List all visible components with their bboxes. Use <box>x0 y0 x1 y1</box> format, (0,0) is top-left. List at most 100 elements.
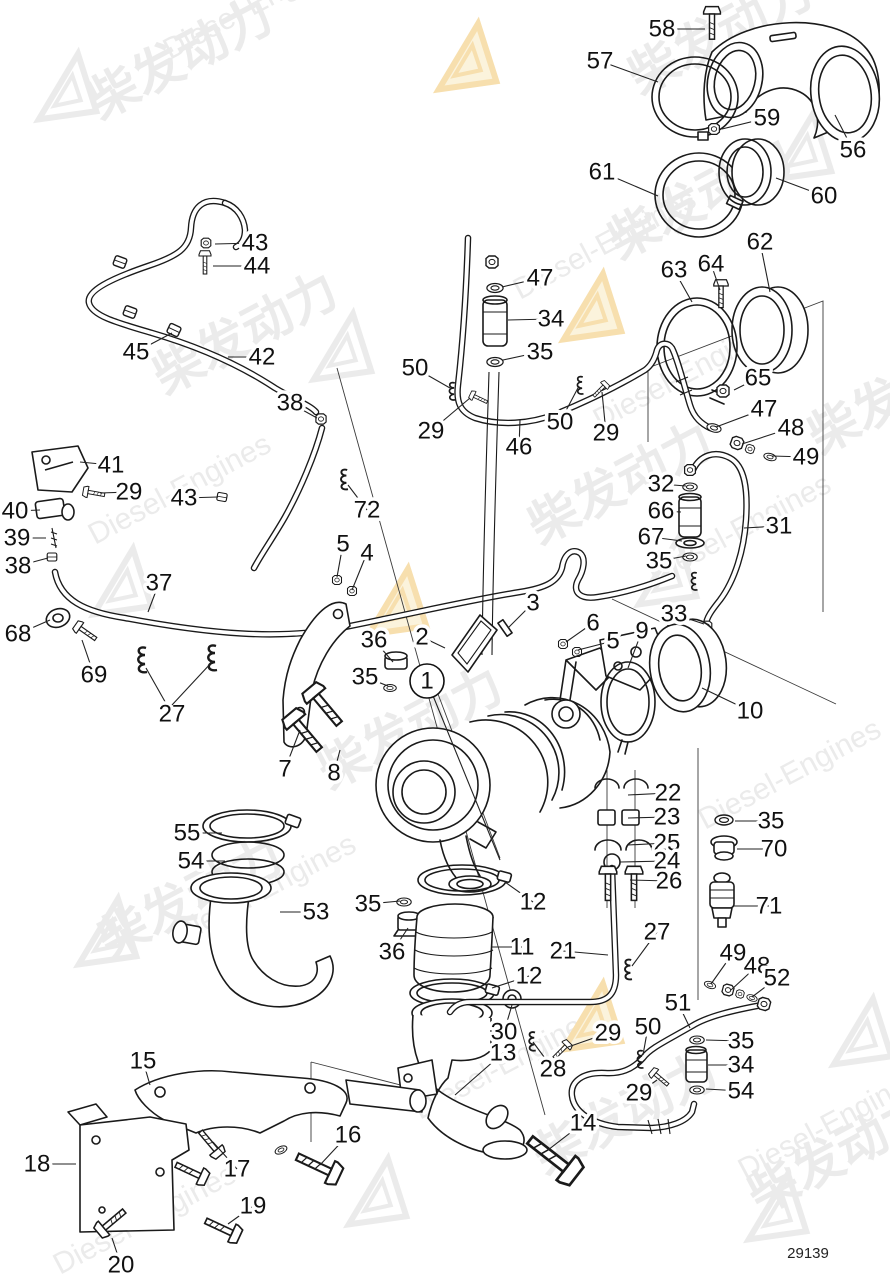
callout-46: 46 <box>502 419 536 464</box>
compressor-housing <box>375 727 497 893</box>
callout-43: 43 <box>214 226 272 260</box>
svg-text:10: 10 <box>737 698 764 725</box>
svg-text:36: 36 <box>379 939 406 966</box>
bolt-44 <box>198 250 212 275</box>
callout-23: 23 <box>627 800 684 834</box>
callout-27: 27 <box>631 915 674 967</box>
callout-71: 71 <box>734 889 786 923</box>
svg-text:32: 32 <box>648 471 675 498</box>
seal-ring-60 <box>718 138 785 206</box>
svg-text:12: 12 <box>516 963 543 990</box>
washer-32 <box>682 482 698 492</box>
callout-28: 28 <box>532 1041 570 1086</box>
clamp-25 <box>594 839 653 851</box>
callout-60: 60 <box>775 177 841 213</box>
bolt-16 <box>291 1144 346 1189</box>
bolt-29 <box>467 389 490 407</box>
svg-text:22: 22 <box>655 780 682 807</box>
svg-text:25: 25 <box>654 830 681 857</box>
callout-51: 51 <box>661 986 695 1029</box>
callout-45: 45 <box>119 332 173 369</box>
pipe-clip <box>121 304 139 320</box>
plug-70 <box>710 835 738 861</box>
svg-text:31: 31 <box>766 513 793 540</box>
seal-ring-62 <box>731 286 809 374</box>
svg-text:2: 2 <box>415 624 428 651</box>
nut-59 <box>707 122 721 136</box>
svg-text:34: 34 <box>538 306 565 333</box>
callout-35: 35 <box>351 887 401 921</box>
clip-27 <box>624 958 633 981</box>
bracket-group <box>67 1070 427 1247</box>
watermark-logo-icon <box>742 1166 811 1244</box>
callout-48: 48 <box>730 949 774 991</box>
bracket-41 <box>31 445 89 493</box>
callout-66: 66 <box>644 494 682 528</box>
svg-text:29: 29 <box>626 1080 653 1107</box>
svg-text:28: 28 <box>540 1056 567 1083</box>
svg-text:46: 46 <box>506 434 533 461</box>
watermark-logo-icon <box>827 991 890 1069</box>
svg-text:27: 27 <box>159 701 186 728</box>
svg-text:53: 53 <box>303 899 330 926</box>
callout-29: 29 <box>622 1076 658 1110</box>
svg-text:42: 42 <box>249 344 276 371</box>
filter-66 <box>678 492 702 538</box>
svg-text:5: 5 <box>336 531 349 558</box>
nut-43 <box>200 237 212 249</box>
bolt-14 <box>485 1104 588 1190</box>
pipe-clip <box>111 254 129 270</box>
callout-5: 5 <box>577 624 623 658</box>
callout-41: 41 <box>79 448 128 482</box>
svg-text:50: 50 <box>635 1014 662 1041</box>
clamp-55 <box>202 809 302 843</box>
drawing-number: 29139 <box>787 1245 829 1262</box>
watermark-logo-icon <box>342 1151 411 1229</box>
clip-72 <box>340 468 349 491</box>
washer-35 <box>714 814 734 826</box>
svg-text:47: 47 <box>527 265 554 292</box>
svg-text:67: 67 <box>638 524 665 551</box>
svg-text:16: 16 <box>335 1122 362 1149</box>
callout-10: 10 <box>701 687 767 728</box>
callout-57: 57 <box>583 44 659 83</box>
svg-text:51: 51 <box>665 990 692 1017</box>
svg-text:35: 35 <box>352 664 379 691</box>
callout-35: 35 <box>348 660 389 694</box>
svg-text:45: 45 <box>123 339 150 366</box>
svg-text:19: 19 <box>240 1193 267 1220</box>
callout-33: 33 <box>657 597 705 631</box>
svg-text:23: 23 <box>654 804 681 831</box>
svg-text:62: 62 <box>747 229 774 256</box>
callout-14: 14 <box>547 1106 600 1151</box>
callout-50: 50 <box>543 385 580 439</box>
callout-54: 54 <box>174 844 225 878</box>
svg-text:57: 57 <box>587 48 614 75</box>
callout-18: 18 <box>20 1147 76 1181</box>
washer-35 <box>486 356 504 368</box>
svg-text:54: 54 <box>728 1078 755 1105</box>
svg-text:1: 1 <box>420 668 433 695</box>
svg-text:30: 30 <box>491 1019 518 1046</box>
callout-29: 29 <box>567 1016 625 1050</box>
svg-text:3: 3 <box>526 590 539 617</box>
callout-65: 65 <box>733 361 775 395</box>
washer-54 <box>689 1085 705 1095</box>
callout-12: 12 <box>491 959 546 993</box>
callout-15: 15 <box>126 1044 160 1086</box>
svg-text:29: 29 <box>418 418 445 445</box>
oring-49 <box>762 451 778 463</box>
washer-35 <box>396 897 412 907</box>
svg-text:29: 29 <box>116 479 143 506</box>
clamp-12a <box>417 864 513 896</box>
watermark-logo-icon <box>72 891 141 969</box>
watermark-logo-icon <box>432 16 501 94</box>
callout-16: 16 <box>319 1118 365 1166</box>
callout-21: 21 <box>546 934 609 968</box>
fitting-nut <box>755 995 773 1013</box>
svg-text:50: 50 <box>402 355 429 382</box>
bracket-18 <box>67 1103 190 1233</box>
clamp-57 <box>651 56 739 141</box>
ring-54 <box>211 841 285 869</box>
